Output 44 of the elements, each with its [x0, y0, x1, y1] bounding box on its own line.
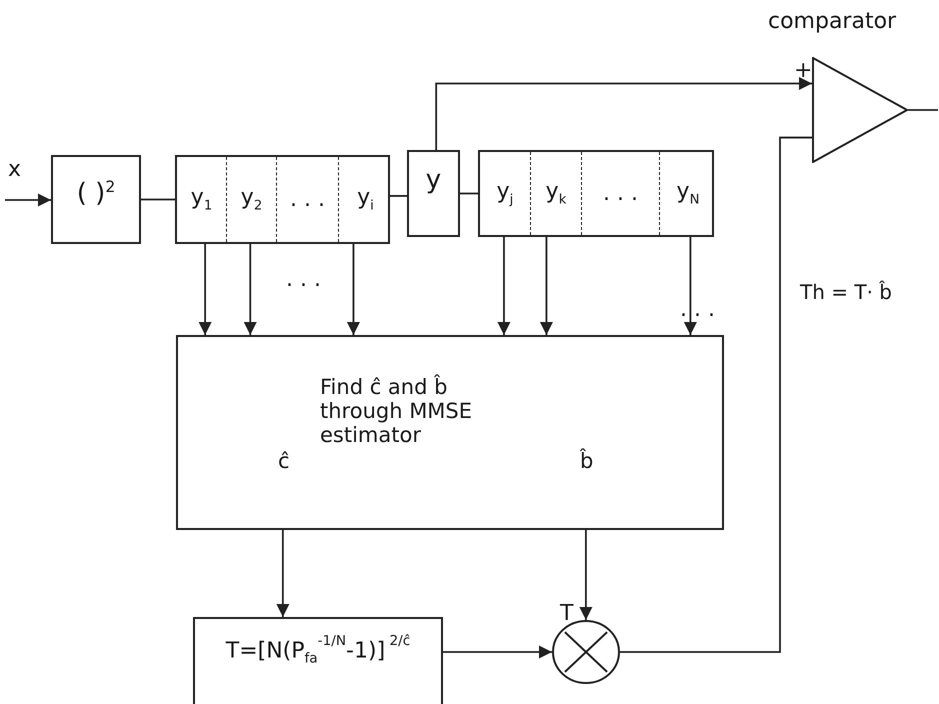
signal-label: T — [560, 602, 574, 626]
arrow — [244, 244, 257, 335]
sample-buffer — [175, 155, 390, 244]
signal-line — [908, 109, 938, 111]
squarer-box — [51, 155, 141, 244]
threshold-formula: T=[N(P$_{fa}$$^{-1/N}$-1)] $^{2/ĉ}$ — [226, 633, 410, 667]
signal-line — [620, 136, 812, 653]
arrow — [5, 194, 51, 206]
arrow — [276, 530, 290, 617]
sample-buffer — [478, 150, 714, 237]
sample-label: y$_{2}$ — [240, 185, 262, 214]
threshold-formula-box — [193, 617, 443, 704]
arrow — [497, 237, 510, 335]
multiplier-symbol — [552, 620, 620, 684]
sample-label: y$_{N}$ — [676, 179, 700, 208]
threshold-equation: Th = T· b̂ — [800, 281, 892, 303]
estimate-symbol: ĉ — [278, 449, 290, 474]
arrow — [443, 646, 552, 658]
arrow — [540, 237, 553, 335]
edge-label: x — [8, 158, 22, 182]
arrow — [435, 77, 812, 150]
block-label: ( )$^{2}$ — [76, 179, 116, 210]
block-label: y — [426, 166, 442, 196]
sample-label: y$_{i}$ — [357, 185, 374, 214]
arrow — [346, 244, 360, 335]
ellipsis-label: . . . — [286, 268, 321, 292]
sample-label: y$_{j}$ — [496, 179, 514, 208]
block-title: comparator — [768, 10, 896, 34]
signal-line — [141, 198, 175, 200]
cell-under-test-box — [407, 150, 460, 237]
sample-label: y$_{1}$ — [190, 185, 212, 214]
arrow — [684, 237, 697, 335]
signal-line — [390, 195, 407, 197]
estimate-symbol: b̂ — [580, 449, 594, 474]
signal-label: + — [794, 59, 812, 84]
ellipsis-label: . . . — [680, 298, 715, 322]
signal-line — [460, 192, 478, 194]
sample-label: . . . — [603, 180, 638, 206]
estimator-box — [176, 335, 724, 530]
sample-label: . . . — [290, 186, 325, 212]
sample-label: y$_{k}$ — [546, 179, 566, 208]
arrow — [579, 530, 592, 620]
estimator-description: Find ĉ and b̂ through MMSE estimator — [320, 375, 474, 448]
arrow — [198, 244, 212, 335]
